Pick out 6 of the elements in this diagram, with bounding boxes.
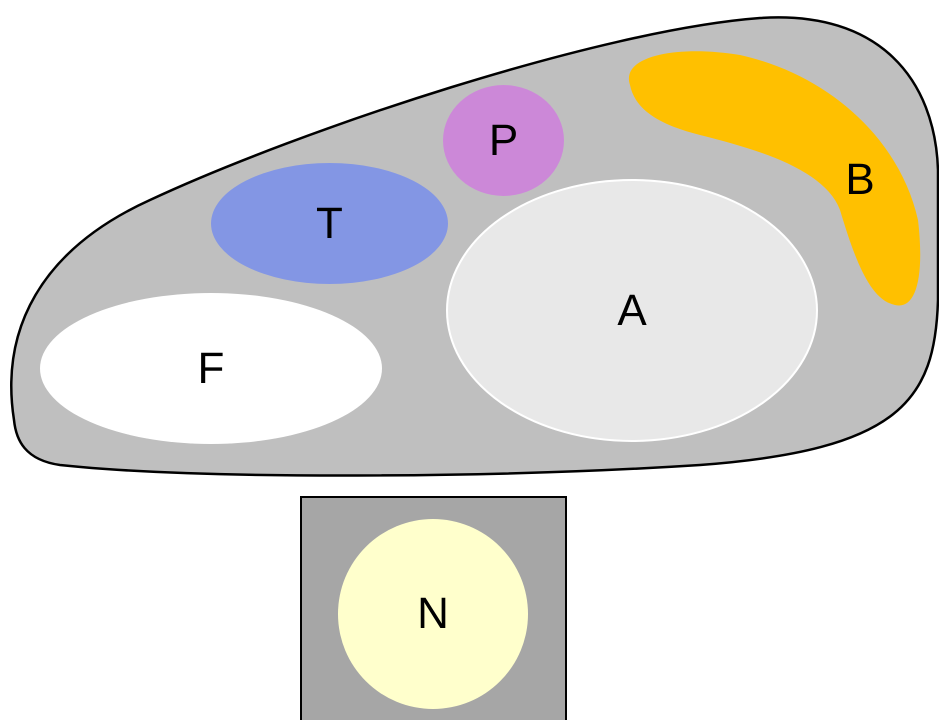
node-label: B [845,158,875,202]
node-label: A [617,288,647,332]
node-label: P [488,118,518,162]
node-label: T [316,202,343,246]
node-label: F [198,346,224,390]
node-label: N [417,592,449,636]
